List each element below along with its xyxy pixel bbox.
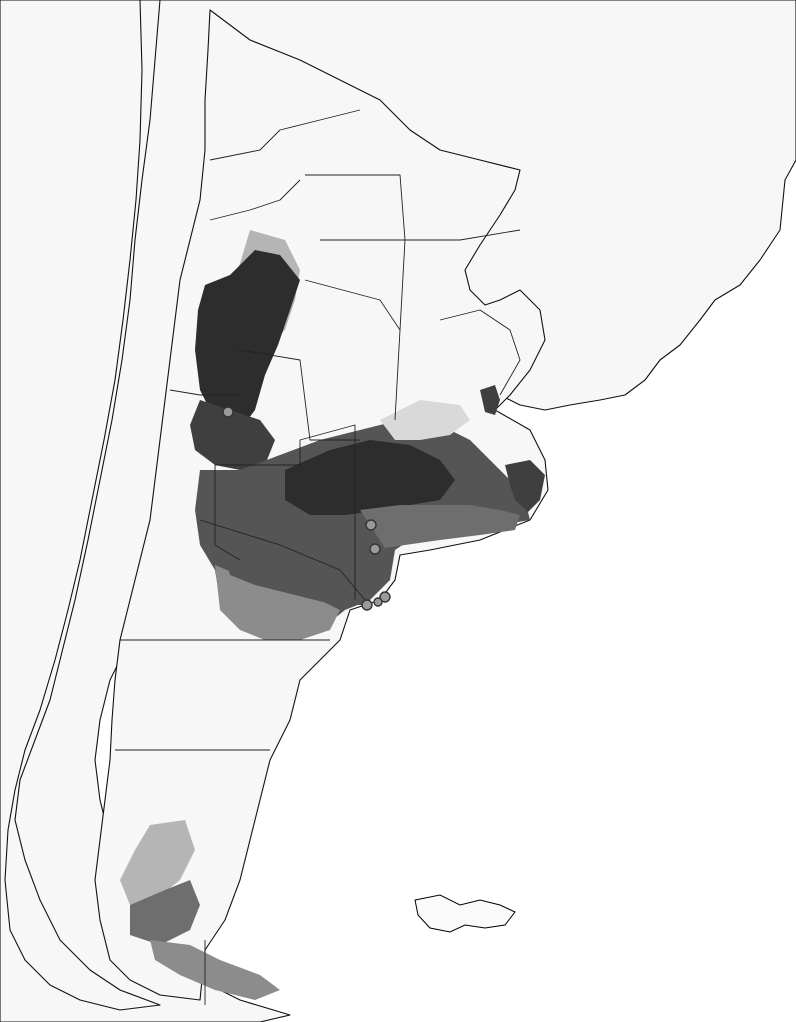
border-northwest-2 [209, 179, 301, 221]
occurrence-point [365, 519, 377, 531]
suitability-mid-rio-negro [225, 555, 370, 605]
occurrence-point [369, 543, 381, 555]
suitability-mid-patagonia-north [215, 565, 340, 640]
suitability-high-uruguay-coast [480, 385, 500, 415]
suitability-mid-santa-cruz [130, 880, 200, 945]
suitability-mid-buenos-aires [360, 505, 520, 548]
occurrence-point [222, 406, 234, 418]
falkland-islands [414, 894, 516, 933]
suitability-high-coast-east [505, 460, 545, 512]
occurrence-point [373, 597, 383, 607]
border-santa-fe [304, 279, 401, 421]
occurrence-point [361, 599, 373, 611]
borders-layer [115, 109, 521, 1005]
suitability-high-andes-north [195, 250, 300, 430]
suitability-low-patagonia-south [120, 820, 195, 905]
border-neuquen [214, 465, 241, 561]
chile-coast [4, 0, 161, 1011]
occurrence-point [379, 591, 391, 603]
border-la-pampa [215, 424, 356, 600]
suitability-high-cuyo [190, 400, 275, 470]
suitability-low-center [380, 400, 470, 440]
border-northwest-1 [209, 109, 361, 161]
occurrence-points [222, 406, 391, 611]
border-rio-negro [199, 519, 366, 601]
border-cuyo [169, 389, 240, 396]
border-entre-rios [439, 309, 521, 396]
suitability-high-pampa-core [285, 440, 455, 515]
border-cordoba [239, 349, 360, 441]
suitability-layer [120, 230, 545, 1000]
suitability-mid-tierra-del-fuego [150, 940, 280, 1000]
border-chaco [320, 239, 406, 331]
